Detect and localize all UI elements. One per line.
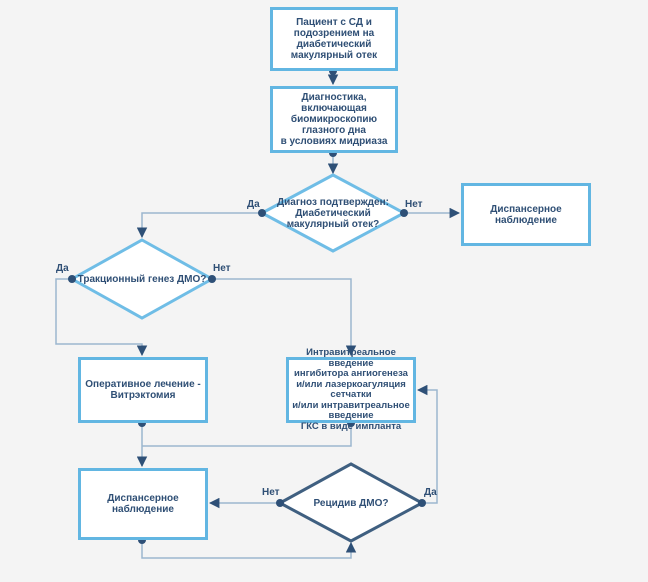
decision-traction-shape [68,238,216,320]
decision-traction-label: Тракционный генез ДМО? [77,273,207,285]
node-intravitreal: Интравитреальное введение ингибитора анг… [286,347,416,431]
dot-confirmed-left [258,209,266,217]
edge-observation-relapse [141,540,357,559]
node-diagnostics: Диагностика, включающая биомикроскопию г… [270,86,398,153]
decision-relapse-shape [276,462,426,543]
edge-label-confirmed-yes: Да [247,199,260,210]
edge-label-confirmed-no: Нет [405,199,423,210]
edge-confirmed-yes [136,212,262,239]
node-patient: Пациент с СД и подозрением на диабетичес… [270,7,398,71]
node-surgery-label: Оперативное лечение - Витрэктомия [85,379,201,401]
edge-traction-yes [55,278,148,357]
decision-confirmed-shape [258,173,408,253]
edge-label-relapse-no: Нет [262,487,280,498]
edge-label-relapse-yes: Да [424,487,437,498]
node-observation-bottom: Диспансерное наблюдение [78,468,208,540]
decision-confirmed-label: Диагноз подтвержден: Диабетический макул… [277,196,389,230]
edge-relapse-yes [416,384,438,504]
edge-traction-no [212,278,357,357]
node-observation-top: Диспансерное наблюдение [461,183,591,246]
dot-relapse-right [418,499,426,507]
edge-label-traction-no: Нет [213,263,231,274]
node-patient-label: Пациент с СД и подозрением на диабетичес… [290,17,378,61]
edge-intravitreal-observation [142,423,352,447]
node-surgery: Оперативное лечение - Витрэктомия [78,357,208,423]
edge-label-traction-yes: Да [56,263,69,274]
dot-traction-right [208,275,216,283]
decision-relapse-label: Рецидив ДМО? [313,497,389,509]
node-observation-top-label: Диспансерное наблюдение [490,203,562,226]
node-observation-bottom-label: Диспансерное наблюдение [107,493,179,515]
dot-traction-left [68,275,76,283]
node-intravitreal-label: Интравитреальное введение ингибитора анг… [292,347,410,432]
dot-relapse-left [276,499,284,507]
dot-confirmed-right [400,209,408,217]
node-diagnostics-label: Диагностика, включающая биомикроскопию г… [280,92,388,147]
